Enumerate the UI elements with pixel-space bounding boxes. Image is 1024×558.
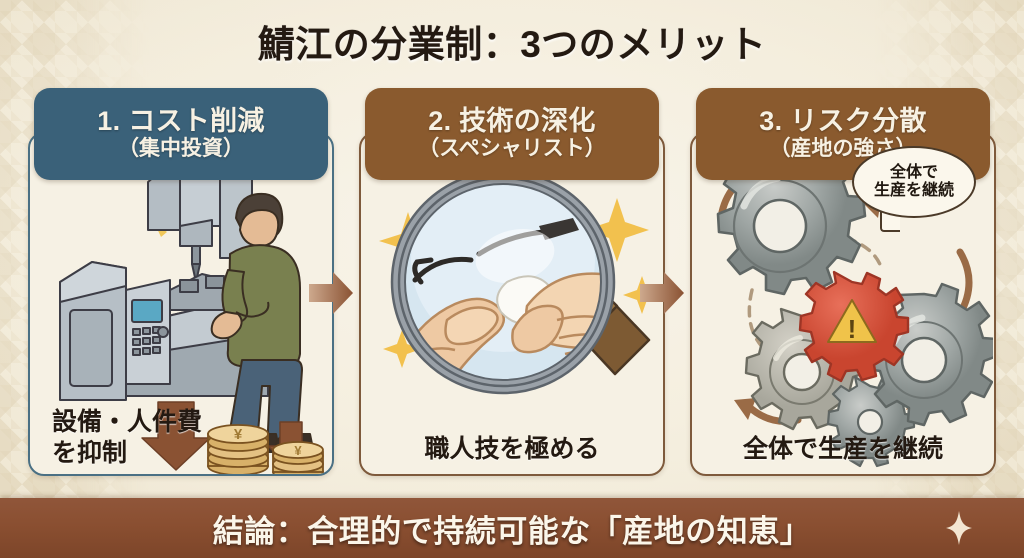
panel-technical-depth: 職人技を極める 2. 技術の深化 （スペシャリスト） (359, 88, 665, 476)
panel-1-caption-line-2: を抑制 (52, 438, 128, 467)
panel-3-caption: 全体で生産を継続 (700, 434, 986, 465)
warning-exclamation: ! (848, 314, 857, 344)
speech-bubble-body: 全体で 生産を継続 (852, 146, 976, 218)
conclusion-bar: 結論：合理的で持続可能な「産地の知恵」 (0, 498, 1024, 558)
panel-2-illustration (361, 134, 663, 474)
bubble-line-2: 生産を継続 (873, 182, 954, 199)
panel-1-caption: 設備・人件費 を抑制 (38, 407, 324, 468)
panel-1-illustration: ¥ ¥ (30, 134, 332, 474)
panel-2-body: 職人技を極める (359, 132, 665, 476)
panel-1-header: 1. コスト削減 （集中投資） (34, 88, 328, 180)
bubble-line-1: 全体で (889, 164, 938, 182)
panel-1-heading: 1. コスト削減 (97, 105, 265, 136)
panel-3-heading: 3. リスク分散 (759, 105, 927, 136)
gear-warning: ! (798, 270, 910, 383)
panel-2-header: 2. 技術の深化 （スペシャリスト） (365, 88, 659, 180)
four-pointed-star-icon (946, 511, 972, 545)
panel-3-header: 3. リスク分散 （産地の強さ） (696, 88, 990, 180)
panel-1-body: ¥ ¥ 設備・人件費 を抑制 (28, 132, 334, 476)
arrow-panel2-to-panel3 (640, 268, 684, 318)
panel-3-body: ! 全体で 生産を継続 全体で生産を継続 (690, 132, 996, 476)
panel-2-caption-line-1: 職人技を極める (424, 434, 600, 463)
panel-2-heading: 2. 技術の深化 (428, 105, 596, 136)
panel-3-caption-line-1: 全体で生産を継続 (742, 434, 943, 463)
svg-text:¥: ¥ (294, 443, 302, 458)
panel-2-caption: 職人技を極める (369, 434, 655, 465)
speech-bubble: 全体で 生産を継続 (852, 146, 976, 232)
panel-risk-distribution: ! 全体で 生産を継続 全体で生産を継続 3. リスク分散 （産地の強さ） (690, 88, 996, 476)
speech-bubble-tail (880, 212, 900, 232)
conclusion-text: 結論：合理的で持続可能な「産地の知恵」 (212, 513, 812, 549)
panel-1-subheading: （集中投資） (118, 137, 244, 161)
panel-2-subheading: （スペシャリスト） (418, 137, 606, 161)
page-title: 鯖江の分業制：3つのメリット (257, 24, 767, 65)
panel-1-caption-line-1: 設備・人件費 (52, 408, 203, 436)
arrow-panel1-to-panel2 (309, 268, 353, 318)
panel-cost-reduction: ¥ ¥ 設備・人件費 を抑制 (28, 88, 334, 476)
svg-text:¥: ¥ (234, 426, 243, 443)
